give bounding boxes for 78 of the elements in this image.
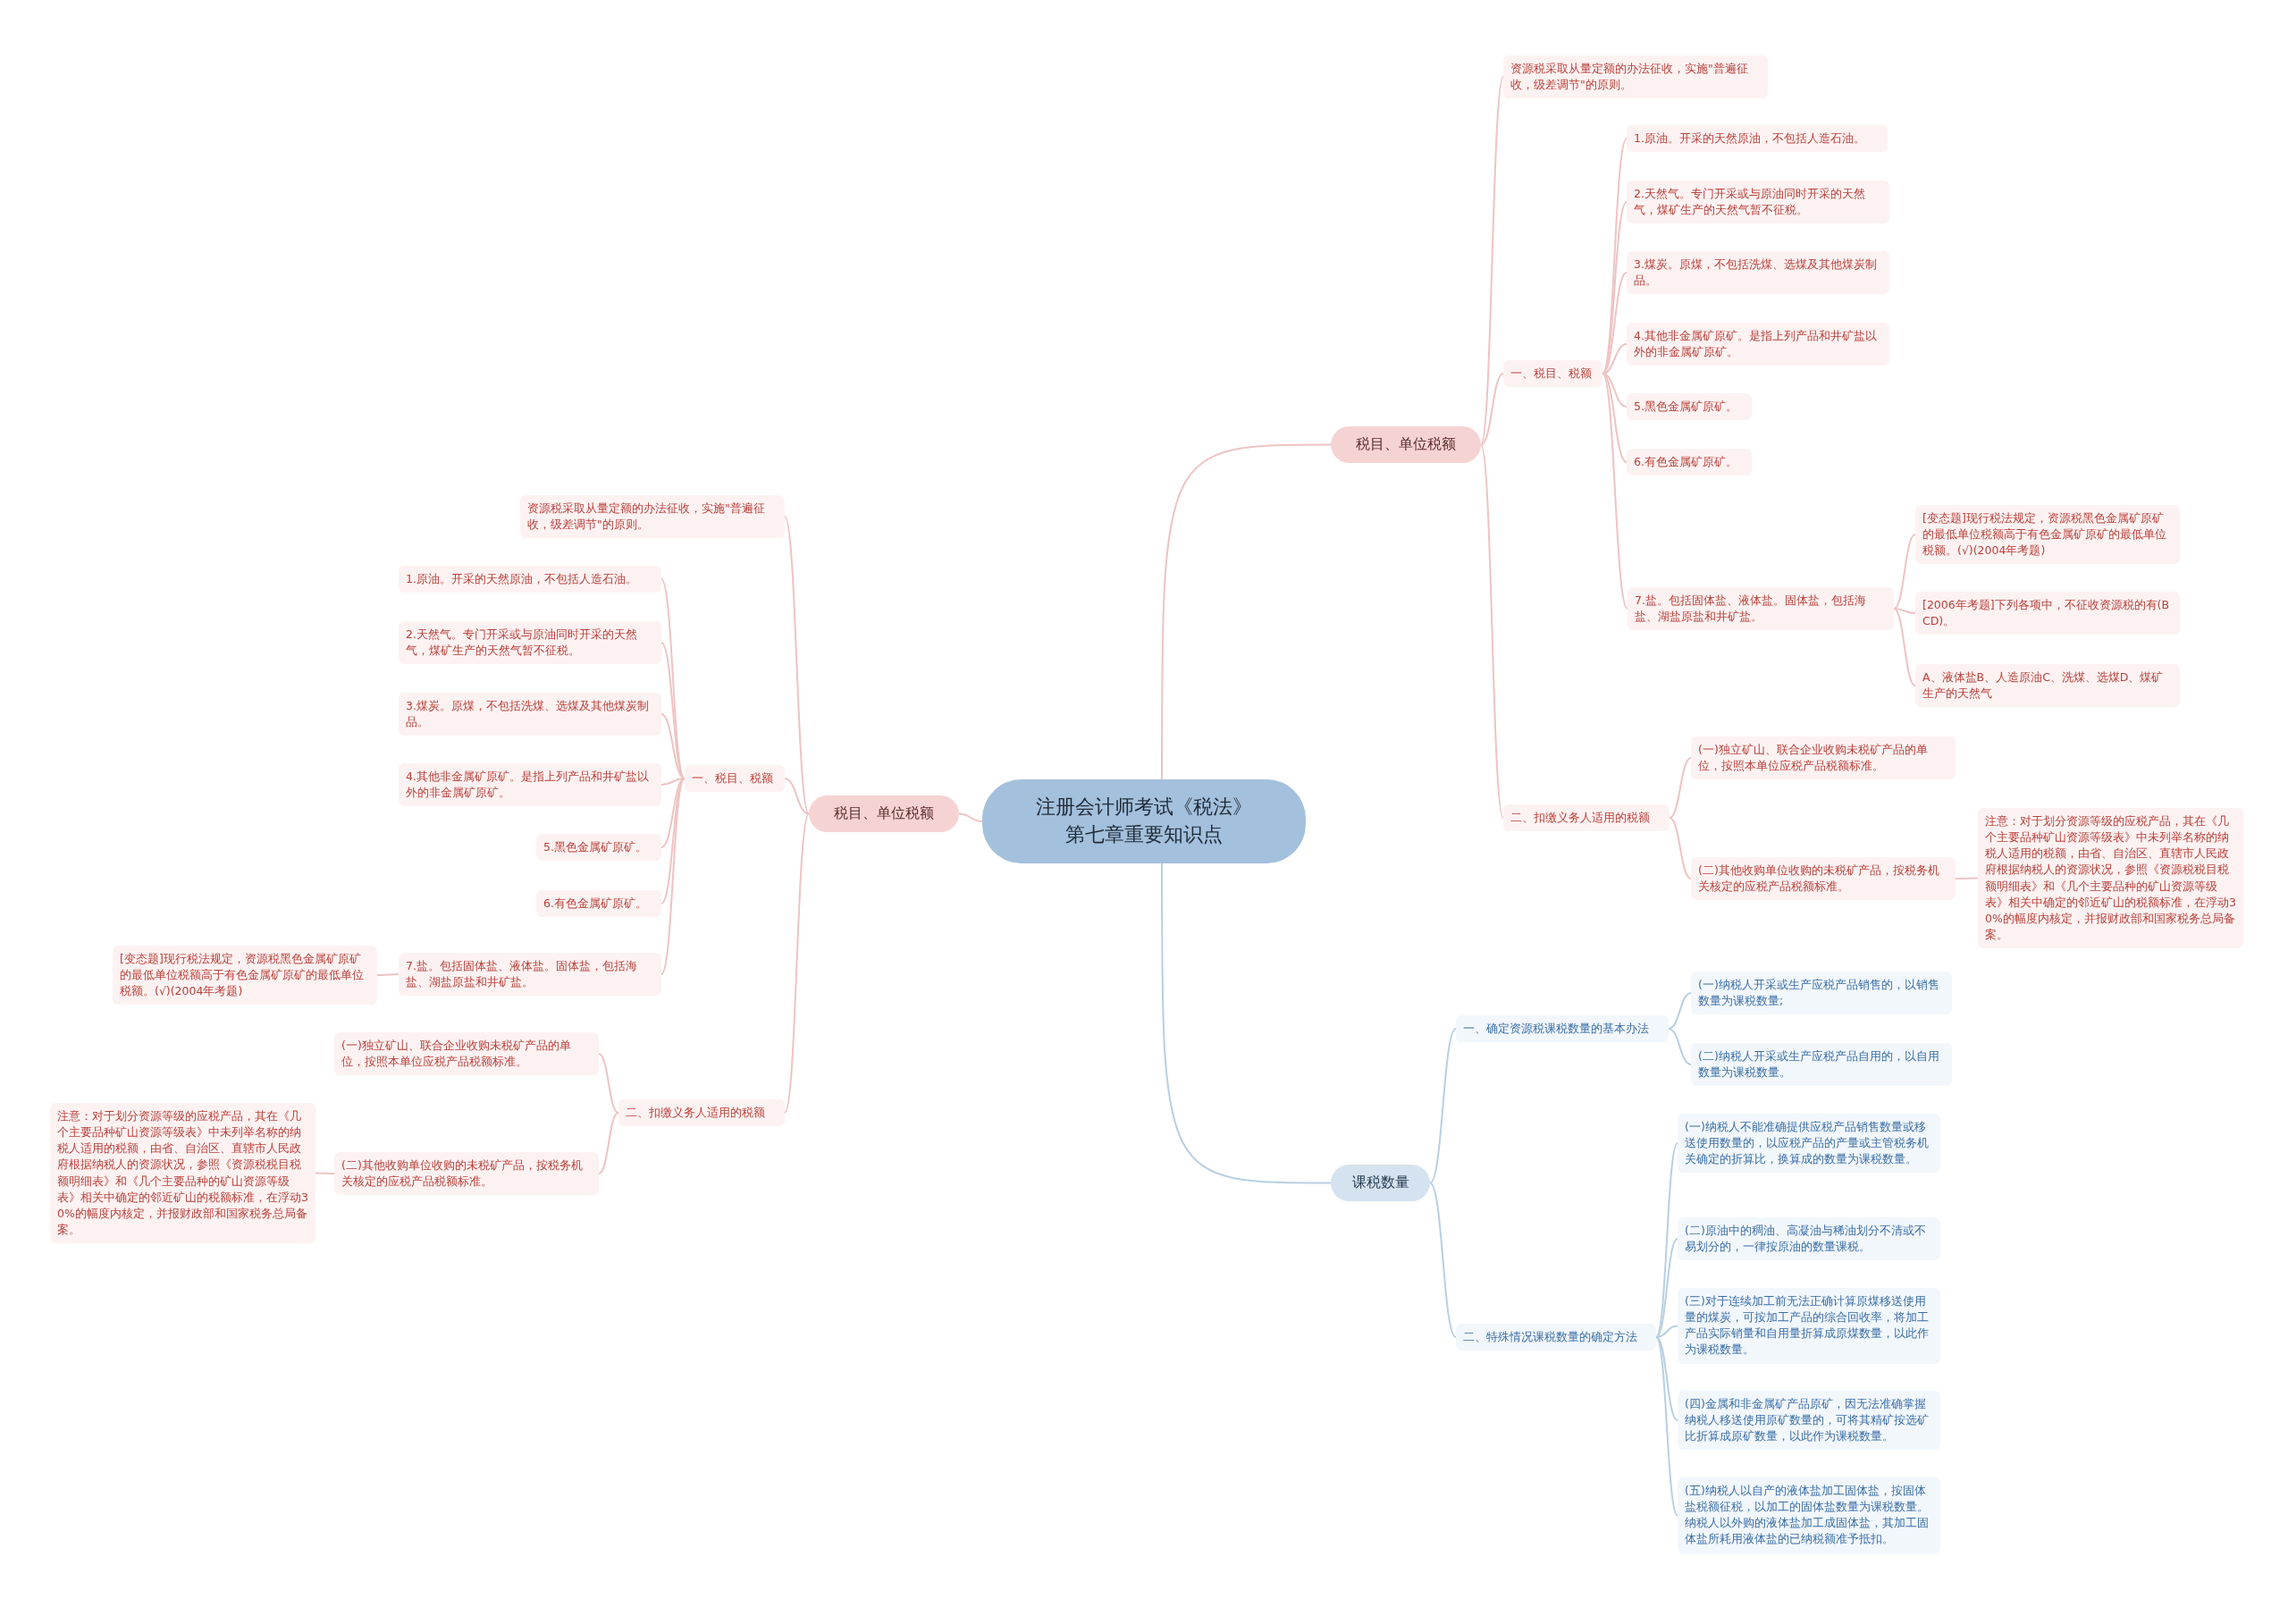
note-box: 注意：对于划分资源等级的应税产品，其在《几个主要品种矿山资源等级表》中未列举名称的纳税人适用的税额，由省、自治区、直辖市人民政府根据纳税人的资源状况，参照《资源税税目税额明细表》和《几个主要品种的矿山资源等级表》相关中确定的邻近矿山的税额标准，在浮动30%的幅度内核定，并报财政部和国家税务总局备案。	[50, 1103, 315, 1243]
connector-line	[1602, 373, 1628, 610]
subtopic-box: 一、税目、税额	[1503, 360, 1602, 388]
connector-line	[1161, 862, 1332, 1184]
topic-box: [2006年考题]下列各项中，不征收资源税的有(BCD)。	[1915, 592, 2180, 635]
connector-line	[1480, 76, 1504, 446]
topic-box: (二)其他收购单位收购的未税矿产品，按税务机关核定的应税产品税额标准。	[334, 1152, 599, 1196]
connector-line	[315, 1172, 335, 1174]
topic-box: 6.有色金属矿原矿。	[536, 890, 661, 918]
branch-topic: 税目、单位税额	[1331, 426, 1481, 463]
topic-box: (一)纳税人开采或生产应税产品销售的，以销售数量为课税数量;	[1691, 972, 1952, 1015]
connector-line	[784, 516, 810, 815]
topic-box: A、液体盐B、人造原油C、洗煤、选煤D、煤矿生产的天然气	[1915, 664, 2180, 708]
connector-line	[1655, 1142, 1678, 1338]
branch-topic: 税目、单位税额	[809, 795, 959, 832]
connector-line	[1429, 1182, 1457, 1338]
topic-box: 资源税采取从量定额的办法征收，实施"普遍征收，级差调节"的原则。	[1503, 55, 1768, 99]
topic-box: 7.盐。包括固体盐、液体盐。固体盐，包括海盐、湖盐原盐和井矿盐。	[399, 953, 661, 997]
topic-box: 6.有色金属矿原矿。	[1627, 449, 1752, 476]
connector-line	[1602, 343, 1628, 374]
subtopic-box: 二、扣缴义务人适用的税额	[1503, 804, 1670, 832]
topic-box: 3.煤炭。原煤，不包括洗煤、选煤及其他煤炭制品。	[399, 693, 661, 736]
connector-line	[1668, 992, 1692, 1030]
connector-line	[1655, 1325, 1678, 1338]
connector-line	[1161, 443, 1332, 780]
topic-box: 5.黑色金属矿原矿。	[536, 834, 661, 862]
connector-line	[1955, 877, 1979, 879]
topic-box: (二)纳税人开采或生产应税产品自用的，以自用数量为课税数量。	[1691, 1043, 1952, 1087]
connector-line	[784, 812, 810, 1114]
connector-line	[660, 642, 686, 779]
topic-box: (四)金属和非金属矿产品原矿，因无法准确掌握纳税人移送使用原矿数量的，可将其精矿按选矿比折算成原矿数量，以此作为课税数量。	[1678, 1391, 1940, 1451]
connector-line	[1429, 1028, 1457, 1184]
topic-box: 5.黑色金属矿原矿。	[1627, 393, 1752, 421]
connector-line	[1893, 608, 1916, 614]
note-box: 注意：对于划分资源等级的应税产品，其在《几个主要品种矿山资源等级表》中未列举名称的纳税人适用的税额，由省、自治区、直辖市人民政府根据纳税人的资源状况，参照《资源税税目税额明细表》和《几个主要品种的矿山资源等级表》相关中确定的邻近矿山的税额标准，在浮动30%的幅度内核定，并报财政部和国家税务总局备案。	[1978, 808, 2243, 948]
topic-box: (一)独立矿山、联合企业收购未税矿产品的单位，按照本单位应税产品税额标准。	[334, 1032, 599, 1076]
topic-box: 资源税采取从量定额的办法征收，实施"普遍征收，级差调节"的原则。	[520, 495, 785, 539]
subtopic-box: 一、确定资源税课税数量的基本办法	[1456, 1015, 1669, 1043]
central-topic: 注册会计师考试《税法》第七章重要知识点	[982, 779, 1306, 863]
connector-line	[660, 578, 686, 779]
topic-box: 1.原油。开采的天然原油，不包括人造石油。	[399, 566, 661, 593]
topic-box: [变态题]现行税法规定，资源税黑色金属矿原矿的最低单位税额高于有色金属矿原矿的最低单位税额。(√)(2004年考题)	[113, 946, 377, 1006]
connector-line	[784, 778, 810, 815]
connector-line	[1655, 1336, 1678, 1517]
topic-box: (二)原油中的稠油、高凝油与稀油划分不清或不易划分的，一律按原油的数量课税。	[1678, 1217, 1940, 1261]
topic-box: 4.其他非金属矿原矿。是指上列产品和井矿盐以外的非金属矿原矿。	[399, 763, 661, 807]
topic-box: (三)对于连续加工前无法正确计算原煤移送使用量的煤炭，可按加工产品的综合回收率，将加工产品实际销量和自用量折算成原煤数量，以此作为课税数量。	[1678, 1288, 1940, 1364]
connector-line	[1602, 373, 1628, 463]
topic-box: (一)纳税人不能准确提供应税产品销售数量或移送使用数量的，以应税产品的产量或主管税务机关确定的折算比，换算成的数量为课税数量。	[1678, 1114, 1940, 1174]
connector-line	[1602, 138, 1628, 374]
connector-line	[1480, 373, 1504, 446]
connector-line	[1480, 443, 1504, 819]
connector-line	[1669, 757, 1692, 819]
connector-line	[598, 1053, 619, 1114]
topic-box: [变态题]现行税法规定，资源税黑色金属矿原矿的最低单位税额高于有色金属矿原矿的最低单位税额。(√)(2004年考题)	[1915, 505, 2180, 565]
connector-line	[1668, 1028, 1692, 1065]
connector-line	[1655, 1336, 1678, 1421]
topic-box: (一)独立矿山、联合企业收购未税矿产品的单位，按照本单位应税产品税额标准。	[1691, 736, 1956, 780]
connector-line	[1893, 534, 1916, 610]
topic-box: 2.天然气。专门开采或与原油同时开采的天然气，煤矿生产的天然气暂不征税。	[399, 621, 661, 665]
connector-line	[1655, 1238, 1678, 1338]
connector-line	[1669, 817, 1692, 879]
branch-topic: 课税数量	[1331, 1165, 1430, 1201]
topic-box: 1.原油。开采的天然原油，不包括人造石油。	[1627, 125, 1888, 153]
subtopic-box: 一、税目、税额	[685, 765, 785, 793]
subtopic-box: 二、特殊情况课税数量的确定方法	[1456, 1324, 1656, 1351]
topic-box: 4.其他非金属矿原矿。是指上列产品和井矿盐以外的非金属矿原矿。	[1627, 323, 1889, 366]
connector-line	[376, 973, 400, 976]
subtopic-box: 二、扣缴义务人适用的税额	[618, 1099, 785, 1127]
connector-line	[1893, 608, 1916, 686]
connector-line	[598, 1112, 619, 1174]
topic-box: 7.盐。包括固体盐、液体盐。固体盐，包括海盐、湖盐原盐和井矿盐。	[1628, 587, 1894, 631]
topic-box: (五)纳税人以自产的液体盐加工固体盐，按固体盐税额征税，以加工的固体盐数量为课税数量。纳税人以外购的液体盐加工成固体盐，其加工固体盐所耗用液体盐的已纳税额准予抵扣。	[1678, 1477, 1940, 1553]
connector-line	[660, 778, 686, 975]
topic-box: (二)其他收购单位收购的未税矿产品，按税务机关核定的应税产品税额标准。	[1691, 857, 1956, 901]
connector-line	[958, 812, 983, 822]
topic-box: 3.煤炭。原煤，不包括洗煤、选煤及其他煤炭制品。	[1627, 251, 1889, 295]
topic-box: 2.天然气。专门开采或与原油同时开采的天然气，煤矿生产的天然气暂不征税。	[1627, 181, 1889, 224]
